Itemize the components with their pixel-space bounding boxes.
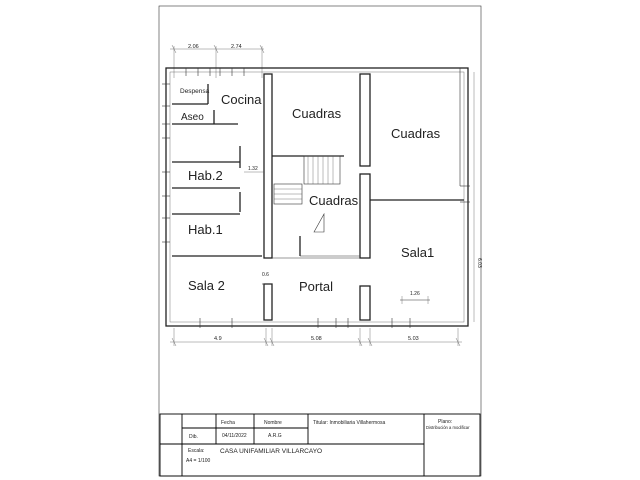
- dim-top-right: 2.74: [231, 44, 242, 50]
- staircase: [273, 155, 341, 233]
- dim-portal-gap: 0.6: [262, 272, 269, 278]
- sheet-border: [158, 5, 482, 477]
- dim-bottom-mid: 5.08: [311, 336, 322, 342]
- bottom-dimension-chain: 4.9 5.08 5.03: [170, 328, 462, 347]
- title-block: Fecha Nombre Titular: Inmobiliaria Villa…: [159, 413, 481, 477]
- label-sala2: Sala 2: [188, 278, 225, 293]
- title-nombre-label: Nombre: [264, 420, 282, 426]
- title-titular: Titular: Inmobiliaria Villahermosa: [313, 420, 385, 426]
- label-despensa: Despensa: [180, 88, 210, 95]
- label-portal: Portal: [299, 279, 333, 294]
- title-plano-value: Distribución a modificar: [426, 425, 470, 430]
- title-project-name: CASA UNIFAMILIAR VILLARCAYO: [220, 448, 322, 455]
- label-hab1: Hab.1: [188, 222, 223, 237]
- dim-top-left: 2.06: [188, 44, 199, 50]
- title-escala-label: Escala:: [188, 448, 204, 454]
- room-labels: Despensa Cocina Aseo Cuadras Cuadras Cua…: [180, 88, 441, 294]
- exterior-walls: [162, 67, 470, 328]
- label-cuadras-1: Cuadras: [292, 106, 342, 121]
- label-sala1: Sala1: [401, 245, 434, 260]
- top-dimension-chain: 2.06 2.74: [170, 44, 265, 78]
- label-hab2: Hab.2: [188, 168, 223, 183]
- title-nombre-value: A.R.G: [268, 433, 282, 439]
- label-aseo: Aseo: [181, 112, 204, 123]
- label-cuadras-3: Cuadras: [309, 193, 359, 208]
- dim-right-side: 6.03: [476, 258, 482, 268]
- title-escala-value: A4 = 1/100: [186, 458, 211, 464]
- dim-sala1-window: 1.26: [410, 291, 420, 297]
- inner-dimensions: 1.32 0.6 1.26 6.03: [244, 72, 482, 322]
- title-fecha-label: Fecha: [221, 420, 235, 426]
- title-dib-label: Dib.: [189, 434, 198, 440]
- title-plano-label: Plano:: [438, 419, 452, 425]
- dim-bottom-left: 4.9: [214, 336, 222, 342]
- dim-corridor: 1.32: [248, 166, 258, 172]
- dim-bottom-right: 5.03: [408, 336, 419, 342]
- title-fecha-value: 04/11/2022: [222, 433, 247, 439]
- label-cocina: Cocina: [221, 92, 262, 107]
- label-cuadras-2: Cuadras: [391, 126, 441, 141]
